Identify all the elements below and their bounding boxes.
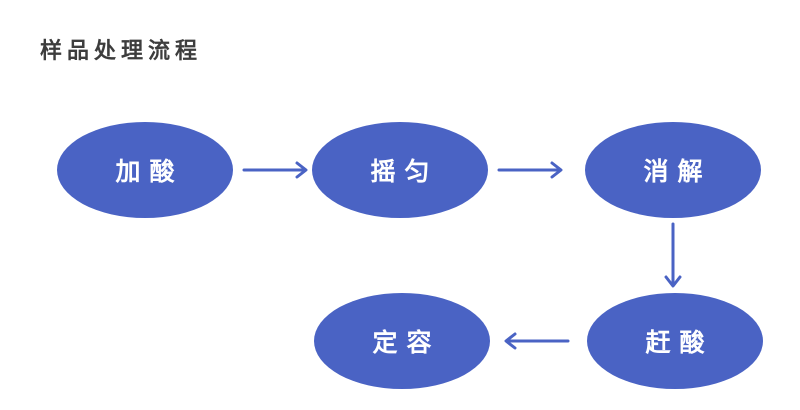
arrow-add-acid-to-shake-well: [242, 161, 308, 179]
flow-node-label: 定容: [372, 329, 441, 357]
flow-node-label: 加酸: [115, 158, 184, 186]
flow-node-add-acid: 加酸: [57, 122, 233, 218]
flow-node-label: 消解: [643, 158, 712, 186]
flow-node-label: 赶酸: [645, 329, 714, 357]
page-title: 样品处理流程: [40, 38, 203, 63]
arrow-shake-well-to-digest: [497, 161, 563, 179]
flow-node-drive-acid: 赶酸: [587, 293, 763, 389]
arrow-drive-acid-to-fix-volume: [504, 332, 570, 350]
flow-node-shake-well: 摇匀: [312, 122, 488, 218]
flow-node-digest: 消解: [585, 122, 761, 218]
arrow-digest-to-drive-acid: [664, 222, 682, 288]
flow-node-fix-volume: 定容: [314, 293, 490, 389]
flow-node-label: 摇匀: [370, 158, 439, 186]
